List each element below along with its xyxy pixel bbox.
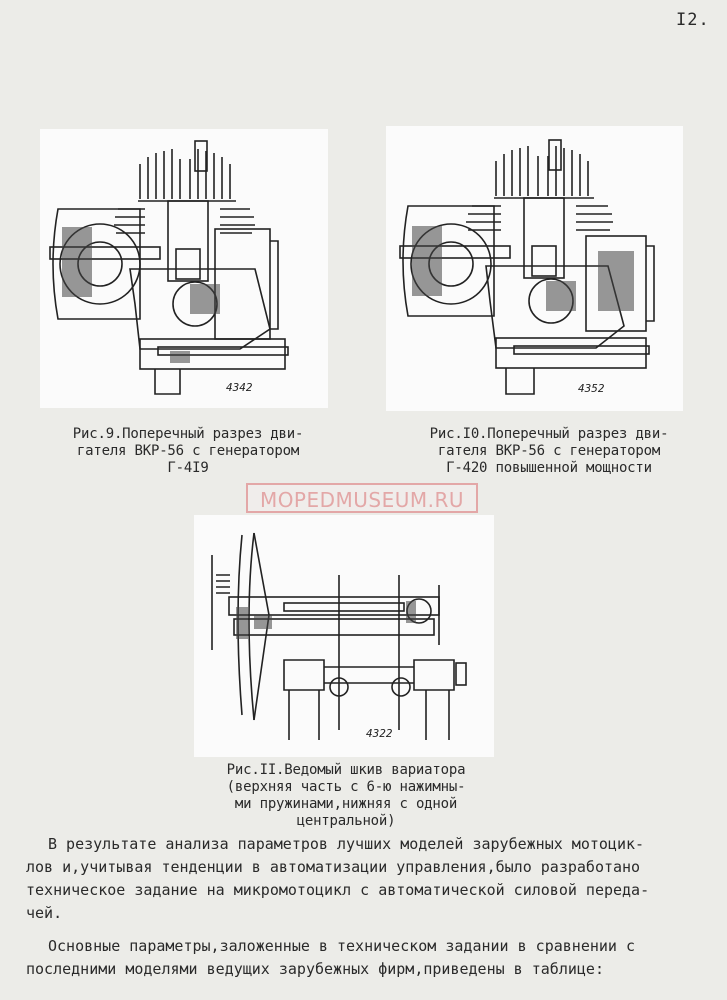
paragraph-line: Основные параметры,заложенные в техничес… (48, 937, 635, 955)
cylinder-fins (466, 146, 613, 231)
paragraph-line: техническое задание на микромотоцикл с а… (26, 881, 650, 899)
caption-line: ми пружинами,нижняя с одной (234, 796, 458, 812)
photo-number-fig11: 4322 (366, 727, 393, 740)
paragraph-line: последними моделями ведущих зарубежных ф… (26, 960, 604, 978)
caption-line: (верхняя часть с 6-ю нажимны- (226, 779, 466, 795)
page-number: I2. (676, 10, 710, 30)
pulley-drawing-fig11: 4322 (211, 532, 467, 740)
caption-line: Рис.II.Ведомый шкив вариатора (226, 762, 466, 778)
paragraph-line: В результате анализа параметров лучших м… (48, 835, 645, 853)
figure-10-engine-cross-section-image: 4352 (386, 126, 683, 411)
figure-9-engine-cross-section-image: 4342 (40, 129, 328, 408)
engine-drawing-fig9: 4342 (49, 140, 289, 395)
figure-10-caption: Рис.I0.Поперечный разрез дви- гателя ВКР… (384, 426, 714, 477)
caption-line: центральной) (296, 813, 396, 829)
caption-line: гателя ВКР-56 с генератором (76, 443, 300, 459)
watermark-stamp: MOPEDMUSEUM.RU (246, 483, 478, 513)
body-paragraph-1: В результате анализа параметров лучших м… (26, 833, 716, 925)
photo-number-fig10: 4352 (578, 382, 605, 395)
caption-line: Рис.I0.Поперечный разрез дви- (429, 426, 669, 442)
engine-drawing-fig10: 4352 (399, 139, 655, 395)
paragraph-line: чей. (26, 904, 63, 922)
figure-11-variator-pulley-image: 4322 (194, 515, 494, 757)
caption-line: Рис.9.Поперечный разрез дви- (72, 426, 304, 442)
figure-11-caption: Рис.II.Ведомый шкив вариатора (верхняя ч… (186, 762, 506, 830)
figure-9-caption: Рис.9.Поперечный разрез дви- гателя ВКР-… (38, 426, 338, 477)
photo-number-fig9: 4342 (226, 381, 253, 394)
cylinder-fins (114, 149, 255, 234)
caption-line: гателя ВКР-56 с генератором (437, 443, 661, 459)
body-paragraph-2: Основные параметры,заложенные в техничес… (26, 935, 716, 981)
caption-line: Г-420 повышенной мощности (446, 460, 652, 476)
caption-line: Г-4I9 (167, 460, 209, 476)
paragraph-line: лов и,учитывая тенденции в автоматизации… (26, 858, 641, 876)
